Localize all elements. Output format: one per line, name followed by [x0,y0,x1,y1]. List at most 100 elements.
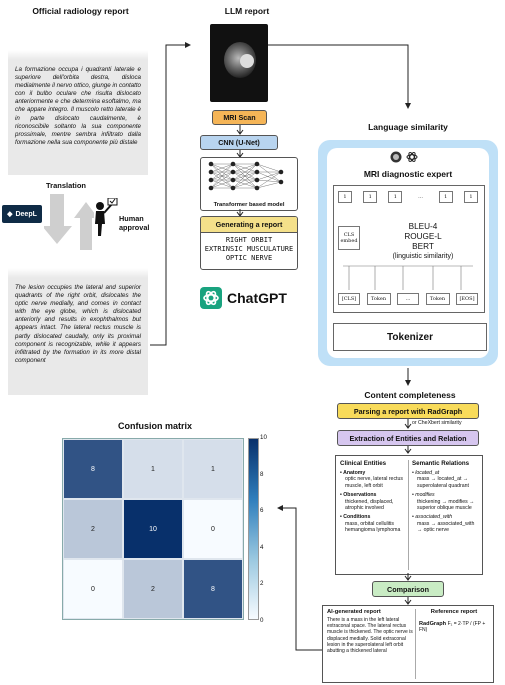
brain-and-openai-icons [390,151,418,163]
metric-bleu: BLEU-4 [408,222,438,231]
reference-title: Reference report [430,609,478,615]
colorbar-tick: 6 [260,507,264,515]
colorbar-tick: 0 [260,616,264,624]
output-token: 1 [438,191,453,203]
semantic-title: Semantic Relations [412,460,470,467]
extraction-box: Extraction of Entities and Relation [337,430,479,446]
matrix-cell: 1 [183,439,243,499]
neural-network-icon [208,161,284,191]
colorbar [248,438,259,620]
metrics-block: BLEU-4 ROUGE-L BERT (linguistic similari… [368,222,478,262]
clinical-head: Anatomy [343,470,366,476]
arrow-llm-to-language [265,44,411,109]
metric-note: (linguistic similarity) [392,253,454,260]
llm-report-title: LLM report [224,6,270,16]
metric-bert: BERT [412,242,434,251]
matrix-cell: 8 [63,439,123,499]
arrow-down-6 [404,573,412,581]
chatgpt-label: ChatGPT [227,290,287,306]
output-token: ... [413,191,428,203]
output-line-2: EXTRINSIC MUSCULATURE [204,245,294,253]
clinical-head: Observations [343,492,377,499]
token-connectors [343,265,473,290]
clinical-body: optic nerve, lateral rectus muscle, left… [345,476,403,489]
arrow-down-1 [236,125,244,135]
input-token: Token [366,293,391,305]
arrow-down-7 [404,597,412,605]
content-completeness-title: Content completeness [364,390,456,400]
translated-report-text: The lesion occupies the lateral and supe… [8,268,148,395]
matrix-cell: 8 [183,559,243,619]
translation-arrows [44,194,94,250]
clinical-body: thickened, displaced, atrophic involved [345,498,394,512]
colorbar-tick: 8 [260,470,264,478]
comparison-box: Comparison [372,581,444,597]
matrix-cell: 10 [123,499,183,559]
input-token: ... [397,293,419,305]
official-report-title: Official radiology report [32,6,129,16]
input-token-row: [CLS] Token ... Token [EOS] [338,293,478,305]
output-token: 1 [363,191,378,203]
matrix-cell: 2 [63,499,123,559]
ai-report-title: AI-generated report [327,609,381,615]
deepl-label: DeepL [15,210,37,218]
relation-head: modifies [415,492,435,499]
matrix-cell: 0 [63,559,123,619]
language-similarity-title: Language similarity [368,122,448,132]
arrow-down-5 [404,446,412,454]
transformer-label: Transformer based model [213,202,285,208]
human-approval-icon [95,198,118,236]
matrix-cell: 2 [123,559,183,619]
colorbar-tick: 10 [260,434,267,441]
parsing-box: Parsing a report with RadGraph [337,403,479,419]
relation-body: thickening → modifies → superior oblique… [417,498,475,512]
relation-head: associated_with [415,514,453,521]
chatgpt-icon [200,287,222,309]
clinical-title: Clinical Entities [340,460,387,467]
colorbar-tick: 2 [260,580,264,588]
clinical-head: Conditions [343,514,371,521]
colorbar-ticks: 10 8 6 4 2 0 [260,434,267,624]
radgraph-label: RadGraph [419,621,447,627]
mri-scan-box: MRI Scan [212,110,267,125]
output-token: 1 [388,191,403,203]
relation-head: located_at [415,470,440,476]
output-token: 1 [463,191,478,203]
expert-title: MRI diagnostic expert [363,169,453,179]
confusion-title: Confusion matrix [117,421,192,431]
matrix-cell: 1 [123,439,183,499]
output-line-3: OPTIC NERVE [225,254,273,262]
clinical-body: mass, orbital cellulitis hemangioma lymp… [345,520,401,534]
reference-report: Reference report RadGraph F₁ = 2·TP / (F… [419,609,489,633]
input-token: [EOS] [456,293,478,305]
arrow-content-to-matrix [277,505,322,651]
generating-report-box: Generating a report RIGHT ORBIT EXTRINSI… [200,216,298,270]
arrow-report-to-llm [150,42,191,346]
relation-body: mass → associated_with → optic nerve [417,520,475,534]
tokenizer-box: Tokenizer [333,323,487,351]
arrow-down-4 [404,419,412,429]
official-report-text: La formazione occupa i quadranti lateral… [8,50,148,175]
transformer-box: Transformer based model [200,157,298,211]
cls-embed-box: CLS embed [338,226,360,250]
ai-report-text: There is a mass in the left lateral extr… [327,617,413,655]
generating-report-label: Generating a report [201,217,297,233]
input-token: Token [425,293,450,305]
output-line-1: RIGHT ORBIT [225,236,273,244]
mri-image [210,24,268,102]
deepl-logo: ◆DeepL [2,205,42,223]
ai-report: AI-generated report There is a mass in t… [327,609,413,654]
deepl-icon: ◆ [7,211,13,218]
metric-rouge: ROUGE-L [404,232,442,241]
matrix-cell: 0 [183,499,243,559]
translation-label: Translation [46,181,87,190]
colorbar-tick: 4 [260,543,264,551]
chexbert-note: or CheXbert similarity [412,420,462,426]
relation-body: mass → located_at → superolateral quadra… [417,476,469,489]
cnn-box: CNN (U-Net) [200,135,278,150]
